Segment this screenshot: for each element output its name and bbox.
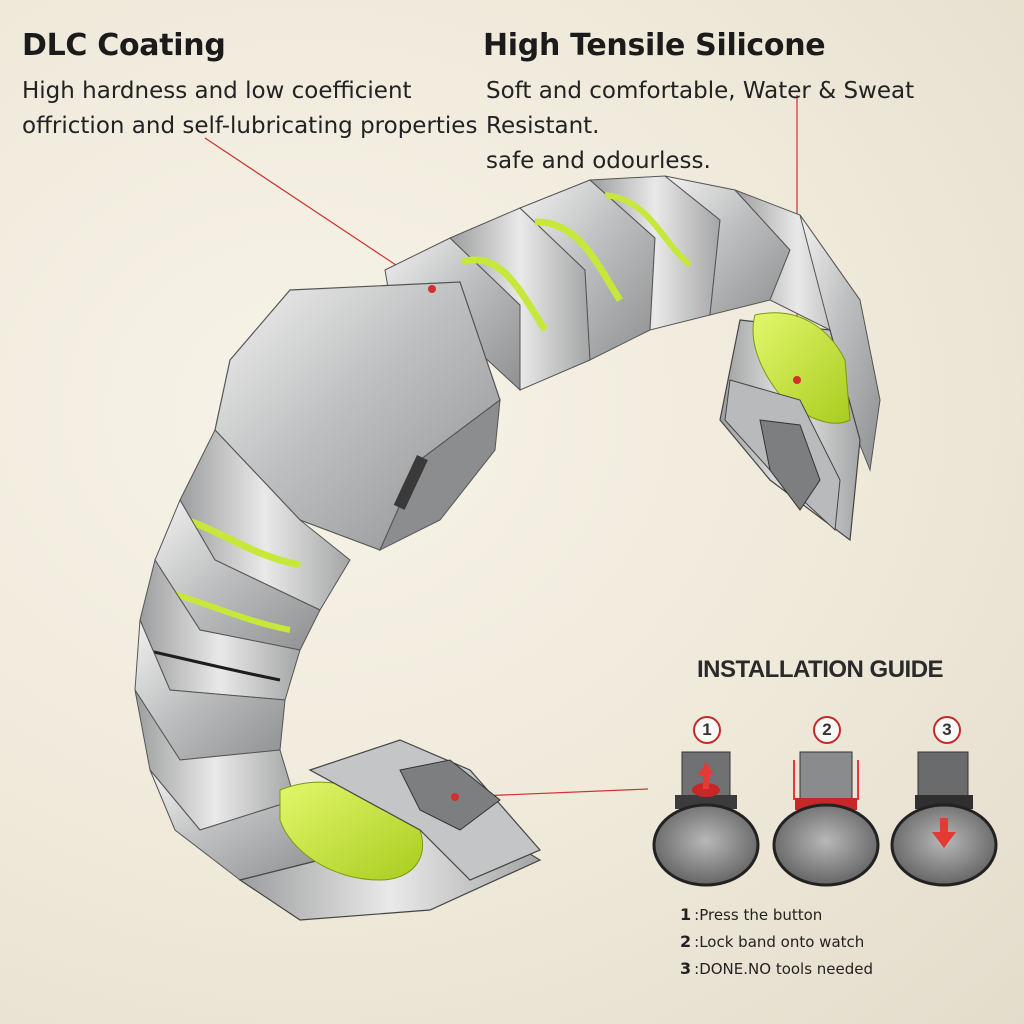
step-1-text: :Press the button bbox=[694, 906, 823, 924]
step-number-1: 1 bbox=[693, 716, 721, 744]
installation-guide-title: INSTALLATION GUIDE bbox=[696, 656, 944, 683]
up-arrow-icon bbox=[698, 762, 714, 775]
install-step-2: 2:Lock band onto watch bbox=[680, 932, 864, 951]
install-step-3: 3:DONE.NO tools needed bbox=[680, 959, 873, 978]
down-arrow-icon bbox=[932, 832, 956, 848]
install-thumbnails bbox=[652, 751, 998, 887]
connector-right bbox=[719, 312, 861, 542]
install-step-3-image bbox=[890, 751, 998, 887]
silicone-description: Soft and comfortable, Water & Sweat Resi… bbox=[486, 74, 1024, 179]
silicone-title: High Tensile Silicone bbox=[483, 28, 826, 63]
install-step-1: 1:Press the button bbox=[680, 905, 822, 924]
step-number-3: 3 bbox=[933, 716, 961, 744]
step-number-2: 2 bbox=[813, 716, 841, 744]
dlc-desc-line-2: offriction and self-lubricating properti… bbox=[22, 113, 478, 139]
install-step-2-image bbox=[772, 751, 880, 887]
band-links-left bbox=[134, 429, 351, 881]
silicone-desc-line-2: safe and odourless. bbox=[486, 148, 711, 174]
dlc-desc-line-1: High hardness and low coefficient bbox=[22, 78, 412, 104]
step-2-text: :Lock band onto watch bbox=[694, 933, 865, 951]
step-2-num: 2 bbox=[680, 932, 692, 951]
step-3-text: :DONE.NO tools needed bbox=[694, 960, 874, 978]
install-step-1-image bbox=[652, 751, 760, 887]
dlc-description: High hardness and low coefficient offric… bbox=[22, 74, 477, 144]
silicone-desc-line-1: Soft and comfortable, Water & Sweat Resi… bbox=[486, 78, 915, 139]
dlc-title: DLC Coating bbox=[22, 28, 226, 63]
connector-bottom bbox=[238, 739, 542, 921]
step-3-num: 3 bbox=[680, 959, 692, 978]
step-1-num: 1 bbox=[680, 905, 692, 924]
watch-band-illustration bbox=[134, 175, 881, 921]
